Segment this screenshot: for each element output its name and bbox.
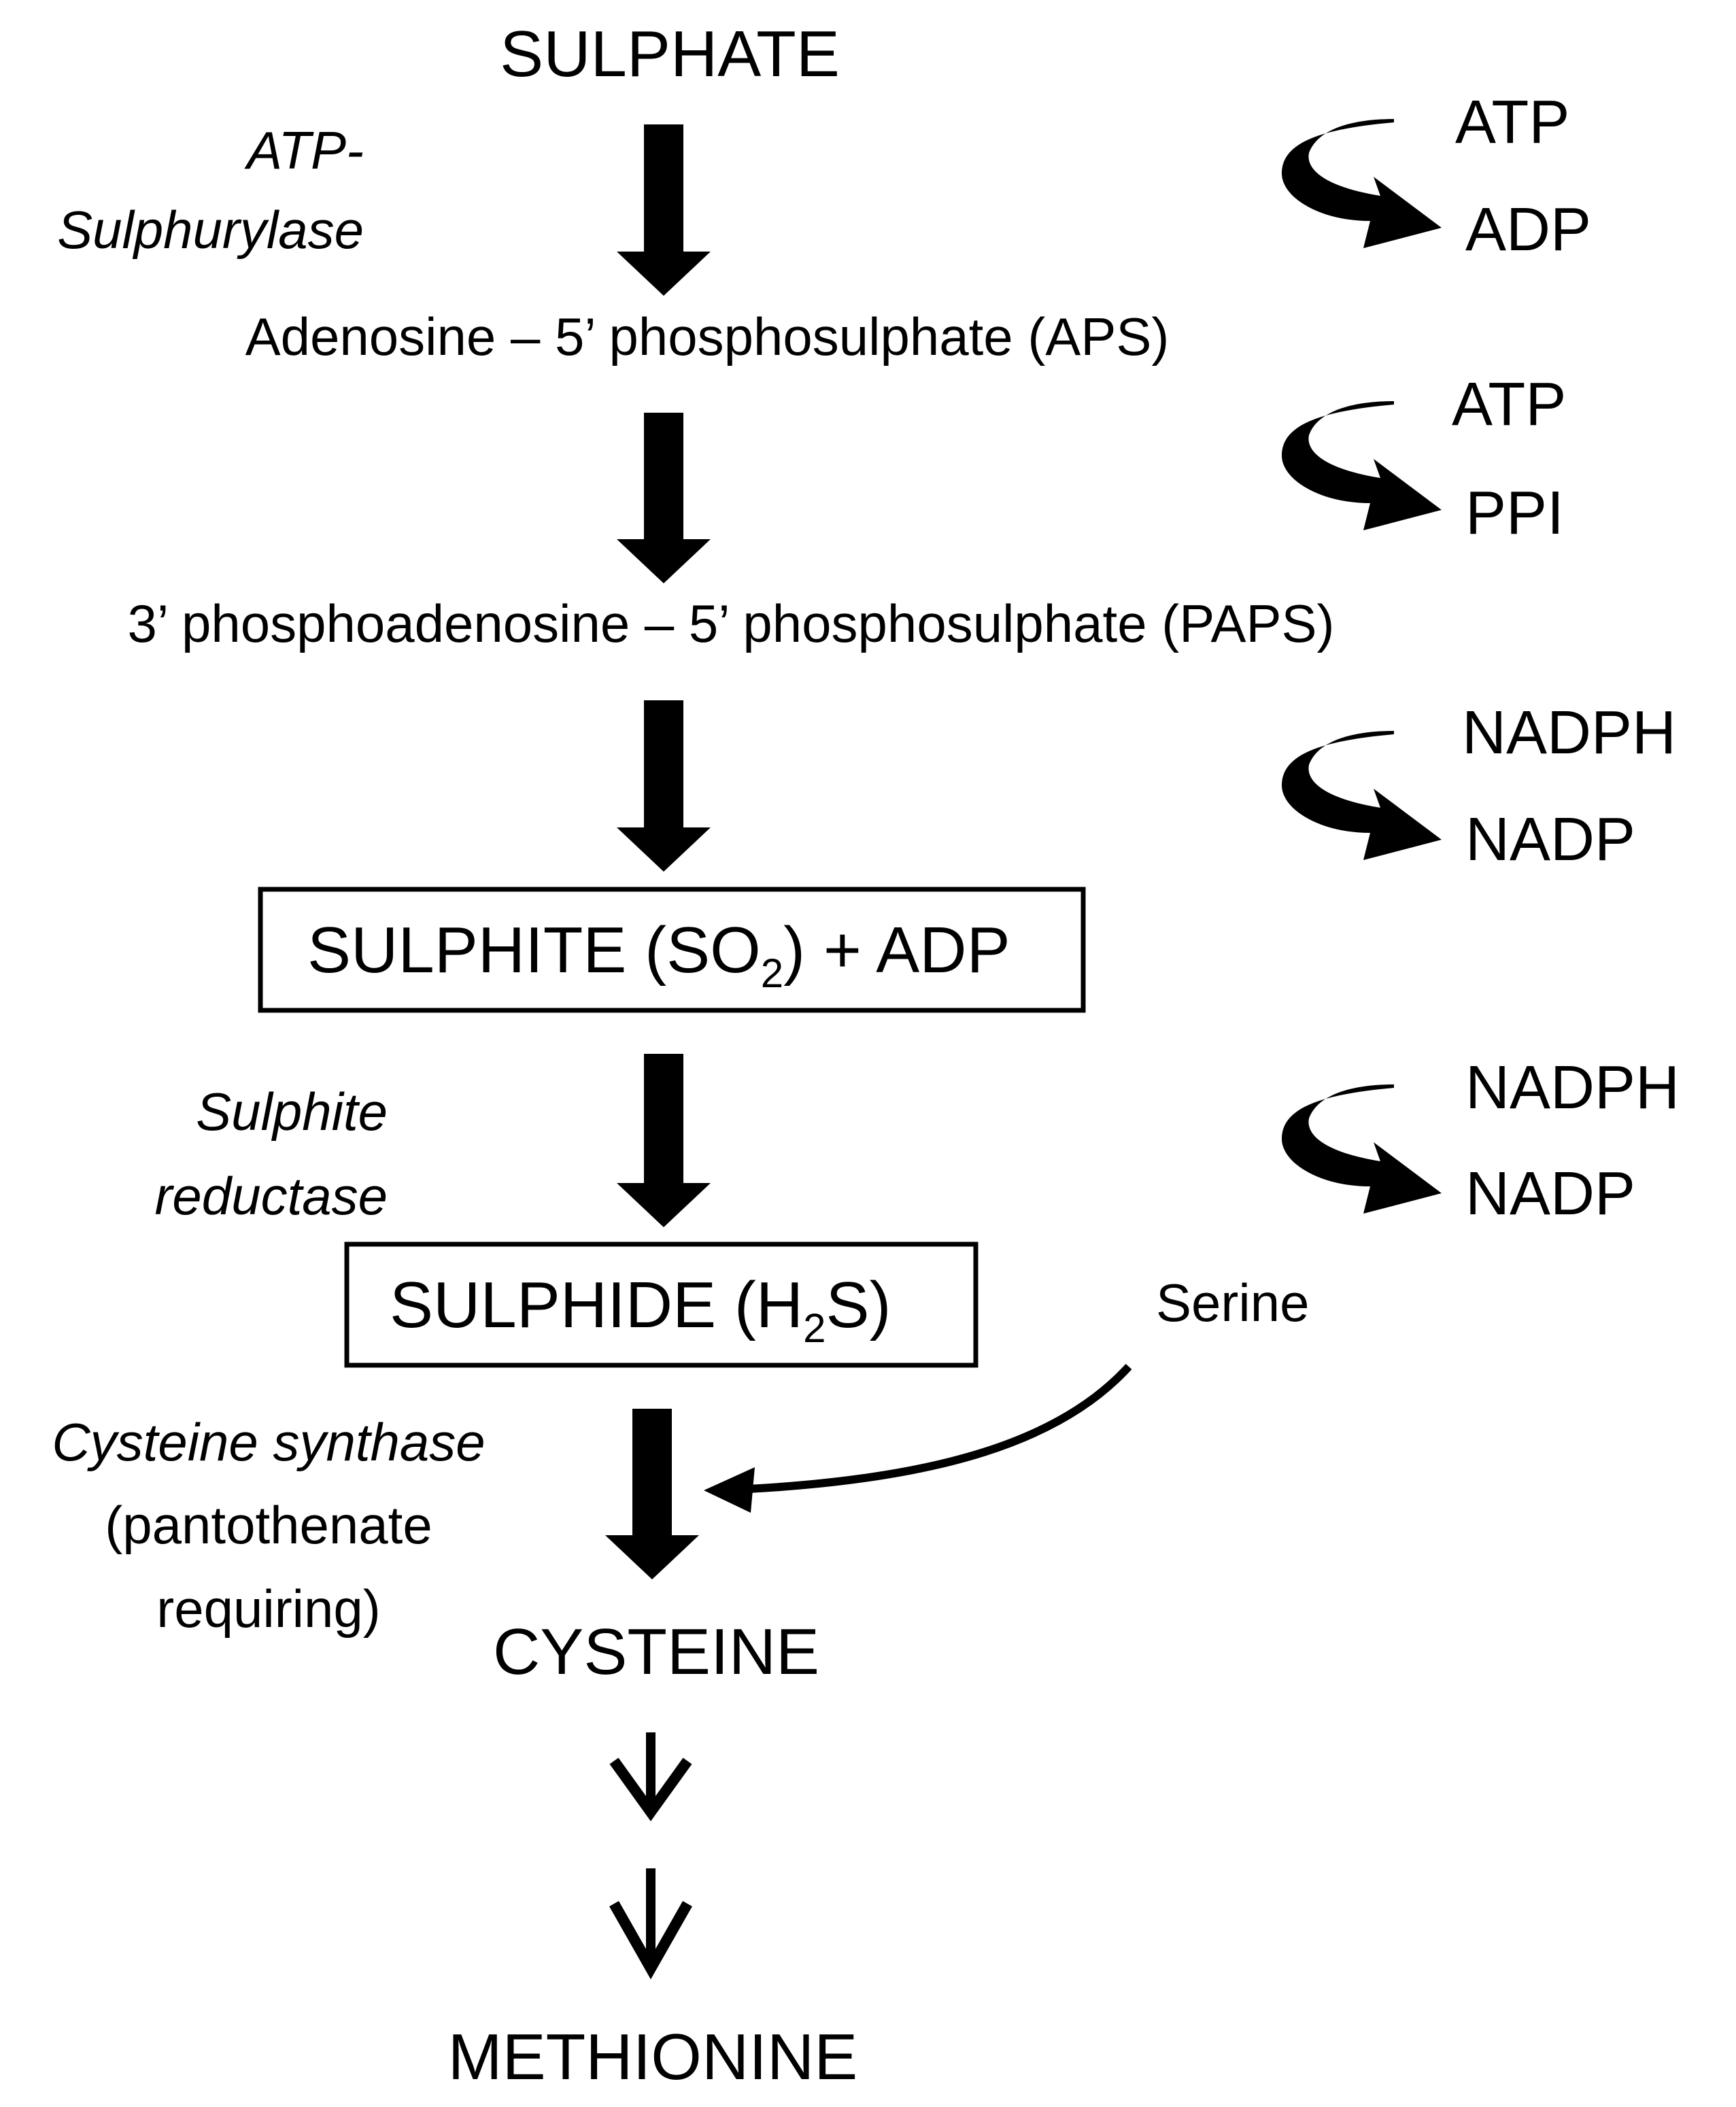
enzyme-cysteine-synthase: Cysteine synthase (pantothenate requirin… <box>52 1412 485 1639</box>
compound-sulphate: SULPHATE <box>500 18 840 90</box>
cofactor-in: ATP <box>1452 371 1566 439</box>
curl-arrow-icon <box>1282 1084 1442 1214</box>
cofactor-in: NADPH <box>1462 699 1676 767</box>
down-arrow <box>617 413 711 583</box>
compound-paps: 3’ phosphoadenosine – 5’ phosphosulphate… <box>127 594 1334 653</box>
down-arrow <box>617 124 711 296</box>
cofactor-in: NADPH <box>1465 1054 1680 1122</box>
compound-sulphite: SULPHITE (SO2) + ADP <box>307 914 1010 996</box>
down-arrow <box>605 1409 699 1579</box>
enzyme-line: Sulphite <box>196 1082 388 1142</box>
main-pathway-arrows <box>605 124 711 1579</box>
compound-serine: Serine <box>1156 1273 1309 1333</box>
serine-arrow <box>704 1363 1132 1513</box>
chevron-down-arrow <box>609 1732 692 1821</box>
curl-arrow-icon <box>1282 119 1442 248</box>
curl-arrow-icon <box>1282 401 1442 530</box>
sulphite-box <box>258 887 1086 1013</box>
cofactor-out: ADP <box>1465 196 1591 264</box>
cofactor-curl-arrows <box>1282 119 1442 1214</box>
down-arrow <box>617 1054 711 1227</box>
enzyme-atp-sulphurylase: ATP- Sulphurylase <box>57 120 364 260</box>
enzyme-line: Cysteine synthase <box>52 1412 485 1472</box>
chevron-arrows <box>609 1732 692 1980</box>
curl-arrow-icon <box>1282 731 1442 860</box>
cofactor-out: NADP <box>1465 1160 1635 1228</box>
enzyme-line: reductase <box>154 1166 388 1226</box>
cofactor-labels: ATP ADP ATP PPI NADPH NADP NADPH NADP <box>1452 88 1680 1228</box>
cofactor-out: PPI <box>1465 479 1564 547</box>
enzyme-line: Sulphurylase <box>57 200 364 260</box>
enzyme-line: (pantothenate <box>105 1495 432 1555</box>
enzyme-line: ATP- <box>244 120 364 180</box>
enzyme-line: requiring) <box>156 1579 380 1639</box>
chevron-down-arrow <box>609 1868 692 1980</box>
compound-cysteine: CYSTEINE <box>493 1615 819 1688</box>
compound-sulphide: SULPHIDE (H2S) <box>390 1269 891 1351</box>
enzyme-sulphite-reductase: Sulphite reductase <box>154 1082 388 1226</box>
cofactor-out: NADP <box>1465 806 1635 874</box>
compound-methionine: METHIONINE <box>448 2021 858 2093</box>
sulphide-box <box>344 1241 978 1368</box>
down-arrow <box>617 700 711 872</box>
cofactor-in: ATP <box>1455 88 1569 156</box>
compound-aps: Adenosine – 5’ phosphosulphate (APS) <box>245 307 1170 366</box>
